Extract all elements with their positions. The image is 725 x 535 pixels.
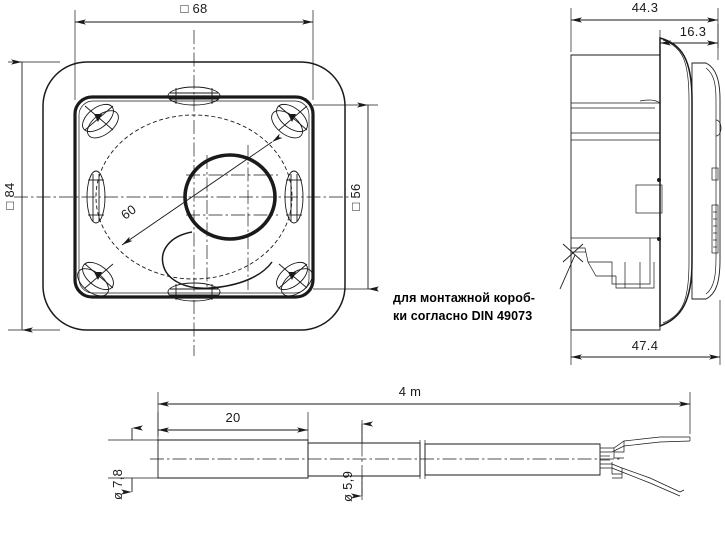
- side-terminal-block: [635, 184, 663, 214]
- mounting-slot-bottom: [167, 282, 221, 302]
- side-cap-tab-upper: [715, 119, 722, 137]
- corner-screw-bottom-right: [276, 261, 313, 297]
- note-line-2: ки согласно DIN 49073: [393, 309, 532, 323]
- corner-screw-top-right: [271, 103, 308, 139]
- side-knob-cap: [691, 62, 721, 300]
- corner-screw-top-left: [82, 103, 119, 139]
- dim-cable-total-length: 4 m: [399, 384, 422, 399]
- side-knob-cap-inner: [705, 67, 717, 295]
- cable-wire-leads: [600, 436, 691, 497]
- probe-body: [157, 439, 309, 479]
- dim-diagonal-60: 60: [118, 202, 139, 223]
- mounting-slot-top: [167, 86, 221, 106]
- mounting-slot-right: [284, 170, 304, 224]
- dim-left-84: □ 84: [2, 182, 17, 209]
- side-view: для монтажной короб- ки согласно DIN 490…: [393, 0, 722, 365]
- mounting-slot-left: [86, 170, 106, 224]
- dim-right-56: □ 56: [348, 183, 363, 210]
- cable-view: 4 m 20 ø 7,8 ø 5,9: [108, 384, 691, 502]
- dim-probe-diameter: ø 7,8: [110, 469, 125, 500]
- dim-cable-diameter: ø 5,9: [340, 471, 355, 502]
- dim-top-68: □ 68: [180, 1, 207, 16]
- front-view: 60 □ 68 □ 84 □ 56: [2, 1, 379, 356]
- dim-probe-length-20: 20: [225, 410, 240, 425]
- note-line-1: для монтажной короб-: [393, 291, 535, 305]
- side-cap-vent: [711, 204, 719, 254]
- corner-screw-bottom-left: [77, 261, 114, 297]
- dim-side-47-4: 47.4: [632, 338, 659, 353]
- note-leader: [559, 243, 584, 290]
- dim-side-44-3: 44.3: [632, 0, 659, 15]
- side-faceplate-inner: [662, 39, 690, 324]
- diagonal-dimension-line: [121, 133, 283, 246]
- dim-side-16-3: 16.3: [680, 24, 707, 39]
- side-body-step-lines: [571, 99, 661, 141]
- side-cap-vent-lines: [713, 211, 717, 248]
- side-dot-lower: [657, 237, 661, 241]
- side-dot-upper: [657, 178, 661, 182]
- side-cap-tab-mid: [711, 167, 719, 181]
